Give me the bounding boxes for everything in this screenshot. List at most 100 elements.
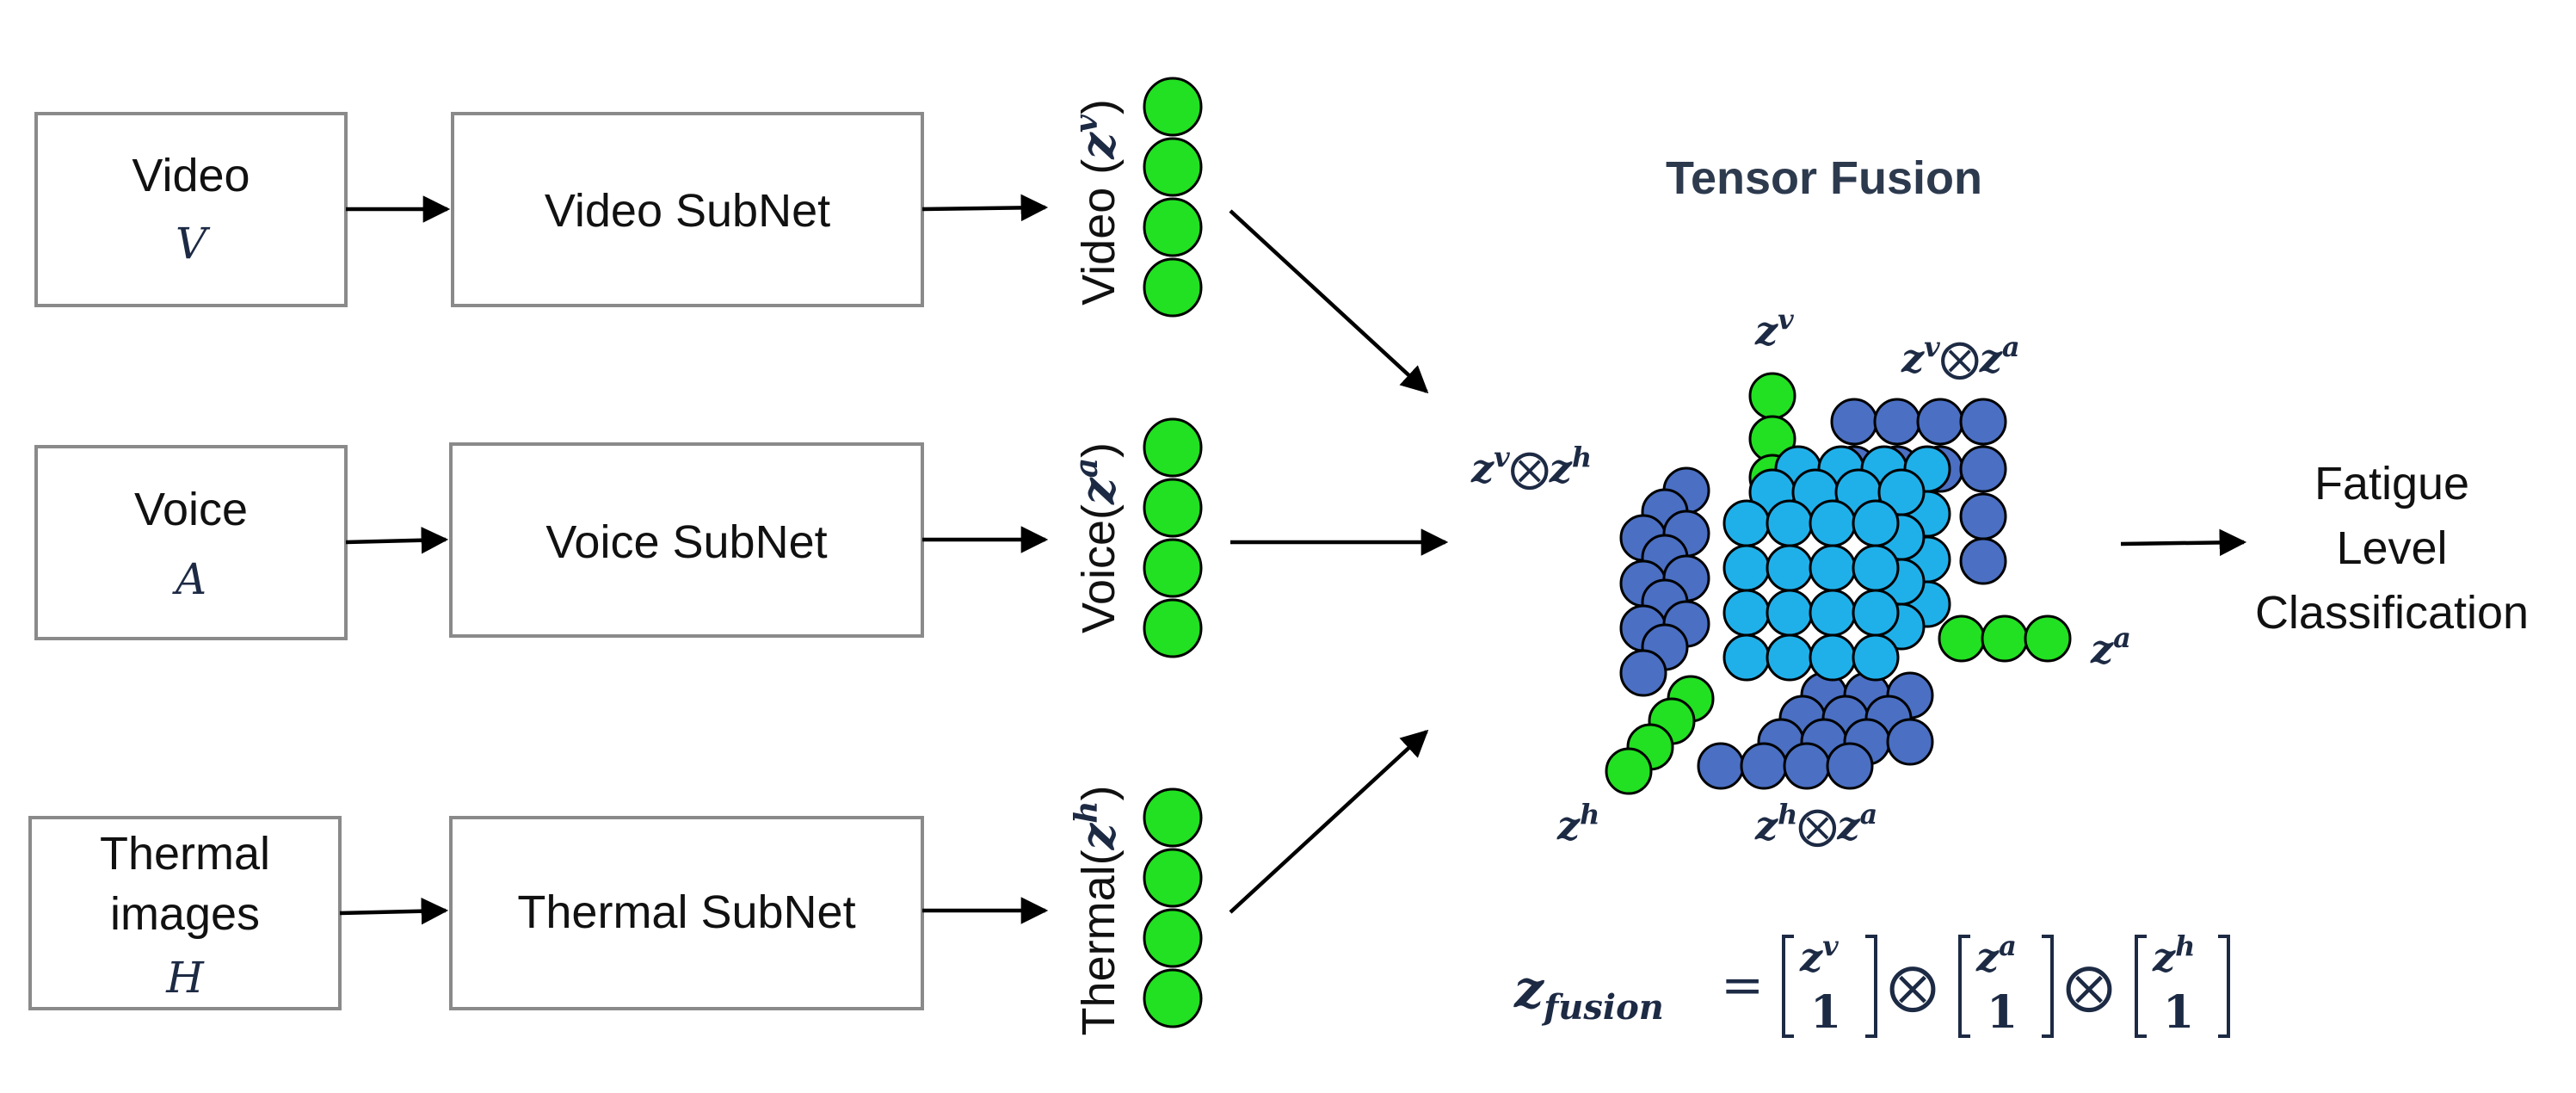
input-box-thermal: Thermal images H	[28, 816, 342, 1010]
formula-vector-bottom: 1	[1987, 986, 2018, 1039]
input-symbol-video: V	[176, 219, 211, 269]
cube-core-node	[1766, 544, 1814, 592]
formula-vector-top: zv	[1799, 929, 1839, 980]
cube-core-node	[1852, 544, 1900, 592]
subnet-box-thermal: Thermal SubNet	[449, 816, 924, 1010]
cube-zh-node	[1605, 747, 1653, 795]
arrow-fusion-to-output	[2120, 528, 2247, 557]
formula-bracket-right	[2218, 935, 2230, 1038]
embedding-label-voice: Voice(za)	[1069, 442, 1125, 633]
cube-core-node	[1766, 499, 1814, 547]
cube-zv-za-node	[1916, 398, 1964, 446]
output-label-line3: Classification	[2255, 587, 2529, 639]
formula-bracket-left	[1782, 935, 1794, 1038]
fusion-title: Tensor Fusion	[1666, 152, 1982, 204]
embedding-thermal-node	[1143, 787, 1203, 848]
input-symbol-voice: A	[172, 554, 206, 604]
subnet-label-video: Video SubNet	[545, 185, 830, 237]
embedding-video-node	[1143, 197, 1203, 257]
embedding-thermal-node	[1143, 968, 1203, 1028]
formula-vector-bottom: 1	[1810, 986, 1841, 1039]
cube-label-zv: zv	[1754, 303, 1794, 354]
cube-core-node	[1722, 499, 1771, 547]
cube-core-node	[1722, 589, 1771, 637]
cube-core-node	[1852, 589, 1900, 637]
cube-za-node	[2024, 614, 2072, 663]
cube-zv-za-node	[1959, 398, 2007, 446]
input-label-video: Video	[132, 150, 250, 201]
formula-bracket-right	[2042, 935, 2054, 1038]
embedding-voice-node	[1143, 478, 1203, 538]
cube-core-node	[1809, 499, 1857, 547]
embedding-video-node	[1143, 137, 1203, 197]
cube-zh-za-node	[1740, 742, 1788, 790]
formula-op: ⨂	[1889, 959, 1937, 1015]
subnet-label-voice: Voice SubNet	[545, 516, 827, 568]
formula-equals: =	[1721, 955, 1764, 1016]
output-label: Fatigue Level Classification	[2255, 458, 2529, 639]
cube-zv-zh-node	[1619, 649, 1667, 697]
cube-core-node	[1766, 633, 1814, 682]
cube-core-node	[1809, 589, 1857, 637]
formula-vector-top: za	[1975, 929, 2017, 980]
cube-core-node	[1809, 633, 1857, 682]
formula-vector-bottom: 1	[2163, 986, 2194, 1039]
embedding-voice-node	[1143, 538, 1203, 598]
cube-label-zv-zh: zv⨂zh	[1470, 441, 1592, 491]
cube-core-node	[1722, 633, 1771, 682]
input-label-voice: Voice	[134, 484, 248, 535]
input-symbol-thermal: H	[165, 953, 205, 1003]
embedding-label-video: Video (zv)	[1069, 99, 1125, 306]
embedding-label-thermal: Thermal(zh)	[1069, 786, 1125, 1036]
embedding-thermal-node	[1143, 908, 1203, 968]
output-label-line1: Fatigue	[2314, 458, 2469, 509]
formula-lhs: zfusion	[1513, 960, 1664, 1028]
cube-label-zh-za: zh⨂za	[1754, 798, 1877, 849]
embedding-video-vector	[1143, 77, 1203, 318]
cube-core-node	[1852, 499, 1900, 547]
cube-core-node	[1809, 544, 1857, 592]
embedding-thermal-vector	[1143, 787, 1203, 1028]
cube-zv-za-node	[1959, 492, 2007, 540]
embedding-video-node	[1143, 77, 1203, 137]
output-label-line2: Level	[2336, 522, 2447, 574]
subnet-label-thermal: Thermal SubNet	[517, 886, 855, 938]
cube-zv-za-node	[1830, 398, 1878, 446]
formula-bracket-left	[1958, 935, 1970, 1038]
formula-bracket-right	[1865, 935, 1877, 1038]
cube-zh-za-node	[1783, 742, 1831, 790]
formula-bracket-left	[2135, 935, 2147, 1038]
cube-za-node	[1981, 614, 2029, 663]
embedding-video-node	[1143, 257, 1203, 318]
subnet-box-voice: Voice SubNet	[449, 442, 924, 638]
formula-vector-top: zh	[2152, 929, 2195, 980]
cube-label-zv-za: zv⨂za	[1901, 330, 2020, 381]
cube-zv-node	[1748, 372, 1796, 420]
cube-zh-za-node	[1886, 718, 1934, 766]
arrow-thermal-to-subnet	[339, 897, 449, 925]
cube-label-za: za	[2090, 621, 2131, 672]
arrow-voice-to-subnet	[345, 526, 449, 554]
embedding-thermal-node	[1143, 848, 1203, 908]
input-label-thermal-line2: images	[110, 888, 260, 940]
cube-core-node	[1722, 544, 1771, 592]
embedding-voice-node	[1143, 417, 1203, 478]
arrow-thermal-embedding-to-fusion	[1229, 729, 1429, 914]
cube-zh-za-node	[1826, 742, 1874, 790]
cube-za-node	[1938, 614, 1986, 663]
formula-op: ⨂	[2065, 959, 2113, 1015]
subnet-box-video: Video SubNet	[451, 112, 924, 307]
cube-label-zh: zh	[1556, 798, 1599, 849]
input-label-thermal-line1: Thermal	[100, 828, 270, 880]
tensor-fusion-cube	[1605, 372, 2072, 795]
cube-zv-za-node	[1959, 445, 2007, 493]
embedding-voice-node	[1143, 598, 1203, 658]
input-box-video: Video V	[34, 112, 348, 307]
embedding-voice-vector	[1143, 417, 1203, 658]
fusion-formula: zfusion = zv 1 ⨂ za 1 ⨂ zh 1	[1513, 929, 2230, 1039]
arrow-video-subnet-to-embedding	[921, 194, 1049, 222]
input-box-voice: Voice A	[34, 445, 348, 640]
cube-zh-za-node	[1697, 742, 1745, 790]
arrow-video-embedding-to-fusion	[1229, 209, 1429, 394]
